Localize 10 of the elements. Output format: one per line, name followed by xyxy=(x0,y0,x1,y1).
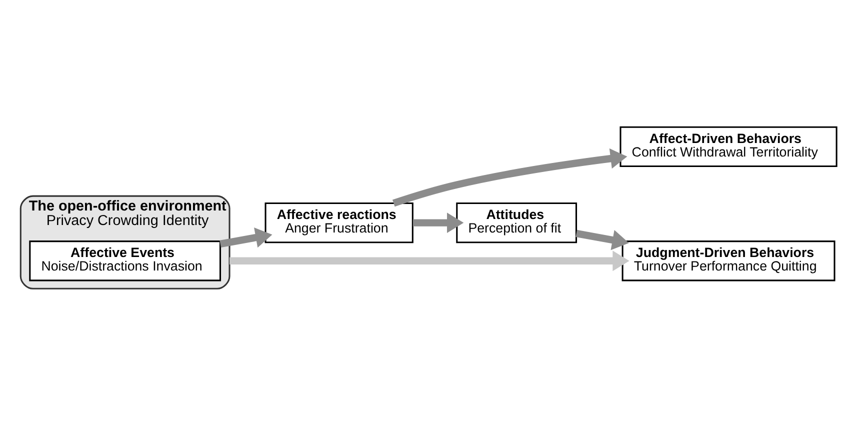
arrow xyxy=(392,148,628,206)
arrow xyxy=(413,212,464,232)
arrow xyxy=(230,250,630,271)
node-box: Affect-Driven Behaviors Conflict Withdrawal Territoriality xyxy=(620,126,838,166)
node-box: Affective Events Noise/Distractions Invasion xyxy=(29,240,222,281)
arrow xyxy=(220,227,272,248)
node-box: Judgment-Driven Behaviors Turnover Performance Quitting xyxy=(622,240,836,281)
node-box: Attitudes Perception of fit xyxy=(456,202,578,243)
node-box: Affective reactions Anger Frustration xyxy=(264,202,414,243)
arrow xyxy=(576,229,629,250)
